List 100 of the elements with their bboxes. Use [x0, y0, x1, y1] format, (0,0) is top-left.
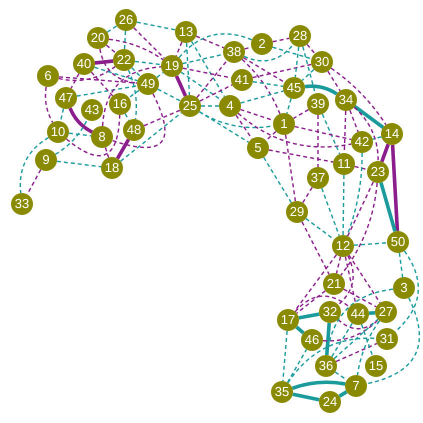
edge-line: [272, 38, 290, 42]
network-node: 23: [367, 161, 389, 183]
network-node: 5: [247, 137, 269, 159]
edge-line: [156, 72, 164, 78]
edge-line: [298, 312, 320, 320]
network-node: 41: [231, 69, 253, 91]
edge-line: [380, 144, 390, 162]
edge-line: [344, 256, 356, 304]
edge-line: [379, 182, 397, 232]
edge-line: [349, 110, 359, 132]
edge-line: [294, 46, 300, 78]
edge-line: [186, 42, 190, 96]
edge-line: [240, 90, 284, 104]
edge-line: [199, 111, 274, 128]
edge-line: [180, 72, 222, 100]
network-node: 27: [375, 301, 397, 323]
edge-line: [174, 75, 188, 97]
network-node: 11: [333, 153, 355, 175]
edge-line: [201, 105, 219, 107]
edge-line: [340, 182, 378, 276]
network-node: 14: [381, 123, 403, 145]
network-node: 47: [55, 87, 77, 109]
network-node: 9: [35, 149, 57, 171]
network-node: 4: [219, 95, 241, 117]
edge-line: [252, 64, 312, 78]
network-node: 15: [365, 355, 387, 377]
edge-line: [70, 73, 80, 89]
network-node: 34: [335, 89, 357, 111]
edge-line: [372, 136, 382, 140]
network-node: 36: [315, 355, 337, 377]
network-node: 2: [251, 33, 273, 55]
network-node: 45: [283, 77, 305, 99]
edge-line: [292, 392, 320, 402]
edge-line: [354, 106, 379, 162]
edge-line: [182, 54, 224, 64]
network-node: 19: [161, 55, 183, 77]
network-node: 13: [175, 21, 197, 43]
edge-line: [120, 112, 182, 162]
edge-line: [293, 109, 309, 119]
edge-line: [368, 311, 376, 315]
network-node: 33: [11, 193, 33, 215]
edge-line: [292, 380, 346, 390]
edge-line: [128, 70, 138, 120]
edge-line: [157, 88, 181, 102]
edge-line: [296, 290, 326, 314]
edge-line: [268, 149, 334, 163]
edge-line: [366, 298, 420, 384]
network-node: 24: [319, 391, 341, 413]
edge-line: [301, 221, 330, 275]
edge-line: [124, 30, 126, 50]
network-node: 38: [223, 41, 245, 63]
edge-line: [99, 48, 138, 84]
edge-line: [302, 187, 313, 203]
edge-line: [238, 112, 352, 148]
edge-line: [354, 242, 388, 246]
network-node: 40: [73, 53, 95, 75]
edge-line: [331, 323, 353, 357]
network-node: 39: [307, 93, 329, 115]
edge-line: [106, 25, 118, 33]
edge-line: [20, 137, 49, 194]
edge-line: [390, 144, 400, 232]
edge-line: [90, 72, 114, 96]
edge-line: [108, 38, 164, 60]
edge-line: [282, 330, 288, 382]
edge-line: [348, 254, 381, 304]
edge-line: [338, 390, 348, 398]
edge-line: [334, 318, 378, 360]
network-node: 46: [301, 329, 323, 351]
edge-line: [336, 342, 378, 362]
edge-line: [242, 58, 281, 114]
edge-line: [286, 349, 308, 383]
edge-line: [191, 41, 225, 97]
edge-line: [133, 27, 165, 59]
edge-line: [94, 59, 114, 65]
edge-line: [321, 188, 340, 236]
edge-line: [330, 68, 387, 126]
edge-line: [196, 36, 224, 48]
edge-line: [338, 256, 354, 306]
network-node: 49: [137, 73, 159, 95]
edge-line: [336, 256, 342, 274]
edge-line: [304, 84, 338, 96]
edge-line: [334, 372, 348, 380]
edge-line: [58, 66, 116, 82]
edge-line: [317, 115, 319, 167]
edge-line: [294, 126, 352, 140]
edge-line: [176, 42, 182, 56]
edge-line: [68, 132, 92, 136]
edge-line: [60, 108, 64, 122]
edge-line: [243, 57, 285, 83]
edge-line: [346, 153, 363, 236]
edge-line: [347, 182, 374, 236]
network-node: 32: [319, 301, 341, 323]
network-node: 25: [179, 95, 201, 117]
network-node: 12: [332, 235, 354, 257]
edge-line: [327, 70, 341, 92]
edge-line: [58, 76, 138, 84]
edge-line: [244, 44, 294, 62]
network-node: 16: [109, 93, 131, 115]
edge-line: [284, 134, 296, 202]
network-node: 7: [345, 375, 367, 397]
